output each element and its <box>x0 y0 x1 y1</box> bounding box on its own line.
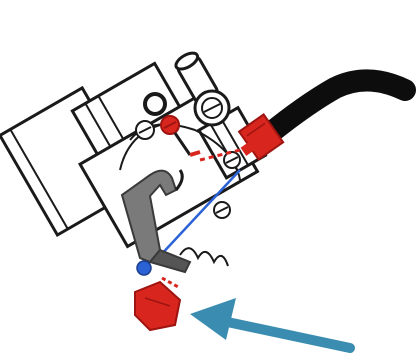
round-knob <box>145 94 165 114</box>
gauge <box>195 91 229 125</box>
screw-2 <box>224 152 240 168</box>
red-bottom-fitting <box>135 278 180 330</box>
blue-knob <box>137 261 151 275</box>
screw-1 <box>136 121 154 139</box>
pointer-arrow <box>190 298 350 348</box>
screw-3 <box>214 202 230 218</box>
black-hose <box>268 80 405 135</box>
